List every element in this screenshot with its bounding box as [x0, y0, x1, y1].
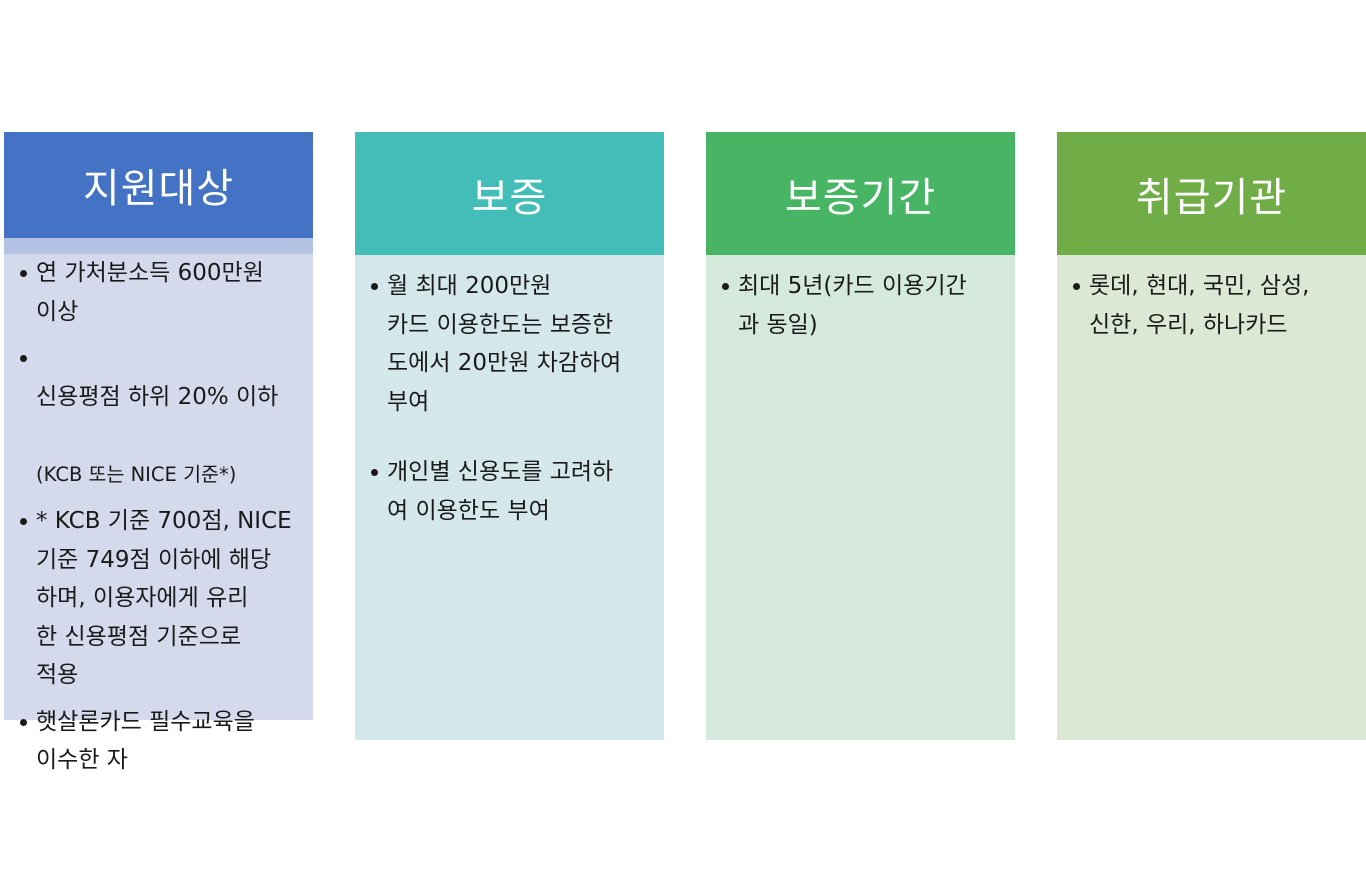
list-item: 햇살론카드 필수교육을 이수한 자	[18, 703, 299, 780]
column-title: 보증	[471, 174, 548, 221]
column-guarantee-period: 보증기간 최대 5년(카드 이용기간 과 동일)	[706, 132, 1015, 740]
column-title: 보증기간	[784, 174, 937, 221]
bullet-list: 최대 5년(카드 이용기간 과 동일)	[720, 267, 1001, 344]
column-handling-institutions: 취급기관 롯데, 현대, 국민, 삼성, 신한, 우리, 하나카드	[1057, 132, 1366, 740]
column-title: 취급기관	[1135, 174, 1288, 221]
list-item: 최대 5년(카드 이용기간 과 동일)	[720, 267, 1001, 344]
column-title: 지원대상	[82, 166, 235, 212]
list-item: * KCB 기준 700점, NICE 기준 749점 이하에 해당 하며, 이…	[18, 502, 299, 695]
column-header: 취급기관	[1057, 132, 1366, 255]
column-header: 보증	[355, 132, 664, 255]
list-item: 개인별 신용도를 고려하 여 이용한도 부여	[369, 453, 650, 530]
list-item-text: 신용평점 하위 20% 이하	[36, 383, 279, 410]
list-item-subtext: (KCB 또는 NICE 기준*)	[36, 462, 237, 486]
bullet-list: 월 최대 200만원 카드 이용한도는 보증한 도에서 20만원 차감하여 부여…	[369, 267, 650, 530]
list-item: 월 최대 200만원 카드 이용한도는 보증한 도에서 20만원 차감하여 부여	[369, 267, 650, 421]
list-item: 롯데, 현대, 국민, 삼성, 신한, 우리, 하나카드	[1071, 267, 1352, 344]
column-eligibility: 지원대상 연 가처분소득 600만원 이상 신용평점 하위 20% 이하 (KC…	[4, 132, 313, 773]
column-body: 월 최대 200만원 카드 이용한도는 보증한 도에서 20만원 차감하여 부여…	[355, 255, 664, 740]
column-guarantee: 보증 월 최대 200만원 카드 이용한도는 보증한 도에서 20만원 차감하여…	[355, 132, 664, 740]
column-header: 보증기간	[706, 132, 1015, 255]
header-divider-strip	[4, 238, 313, 256]
column-body: 연 가처분소득 600만원 이상 신용평점 하위 20% 이하 (KCB 또는 …	[4, 254, 313, 773]
column-header: 지원대상	[4, 132, 313, 238]
list-item: 신용평점 하위 20% 이하 (KCB 또는 NICE 기준*)	[18, 339, 299, 494]
column-body: 최대 5년(카드 이용기간 과 동일)	[706, 255, 1015, 740]
bullet-list: 롯데, 현대, 국민, 삼성, 신한, 우리, 하나카드	[1071, 267, 1352, 344]
bullet-list: 연 가처분소득 600만원 이상 신용평점 하위 20% 이하 (KCB 또는 …	[18, 254, 299, 780]
list-item: 연 가처분소득 600만원 이상	[18, 254, 299, 331]
column-body: 롯데, 현대, 국민, 삼성, 신한, 우리, 하나카드	[1057, 255, 1366, 740]
